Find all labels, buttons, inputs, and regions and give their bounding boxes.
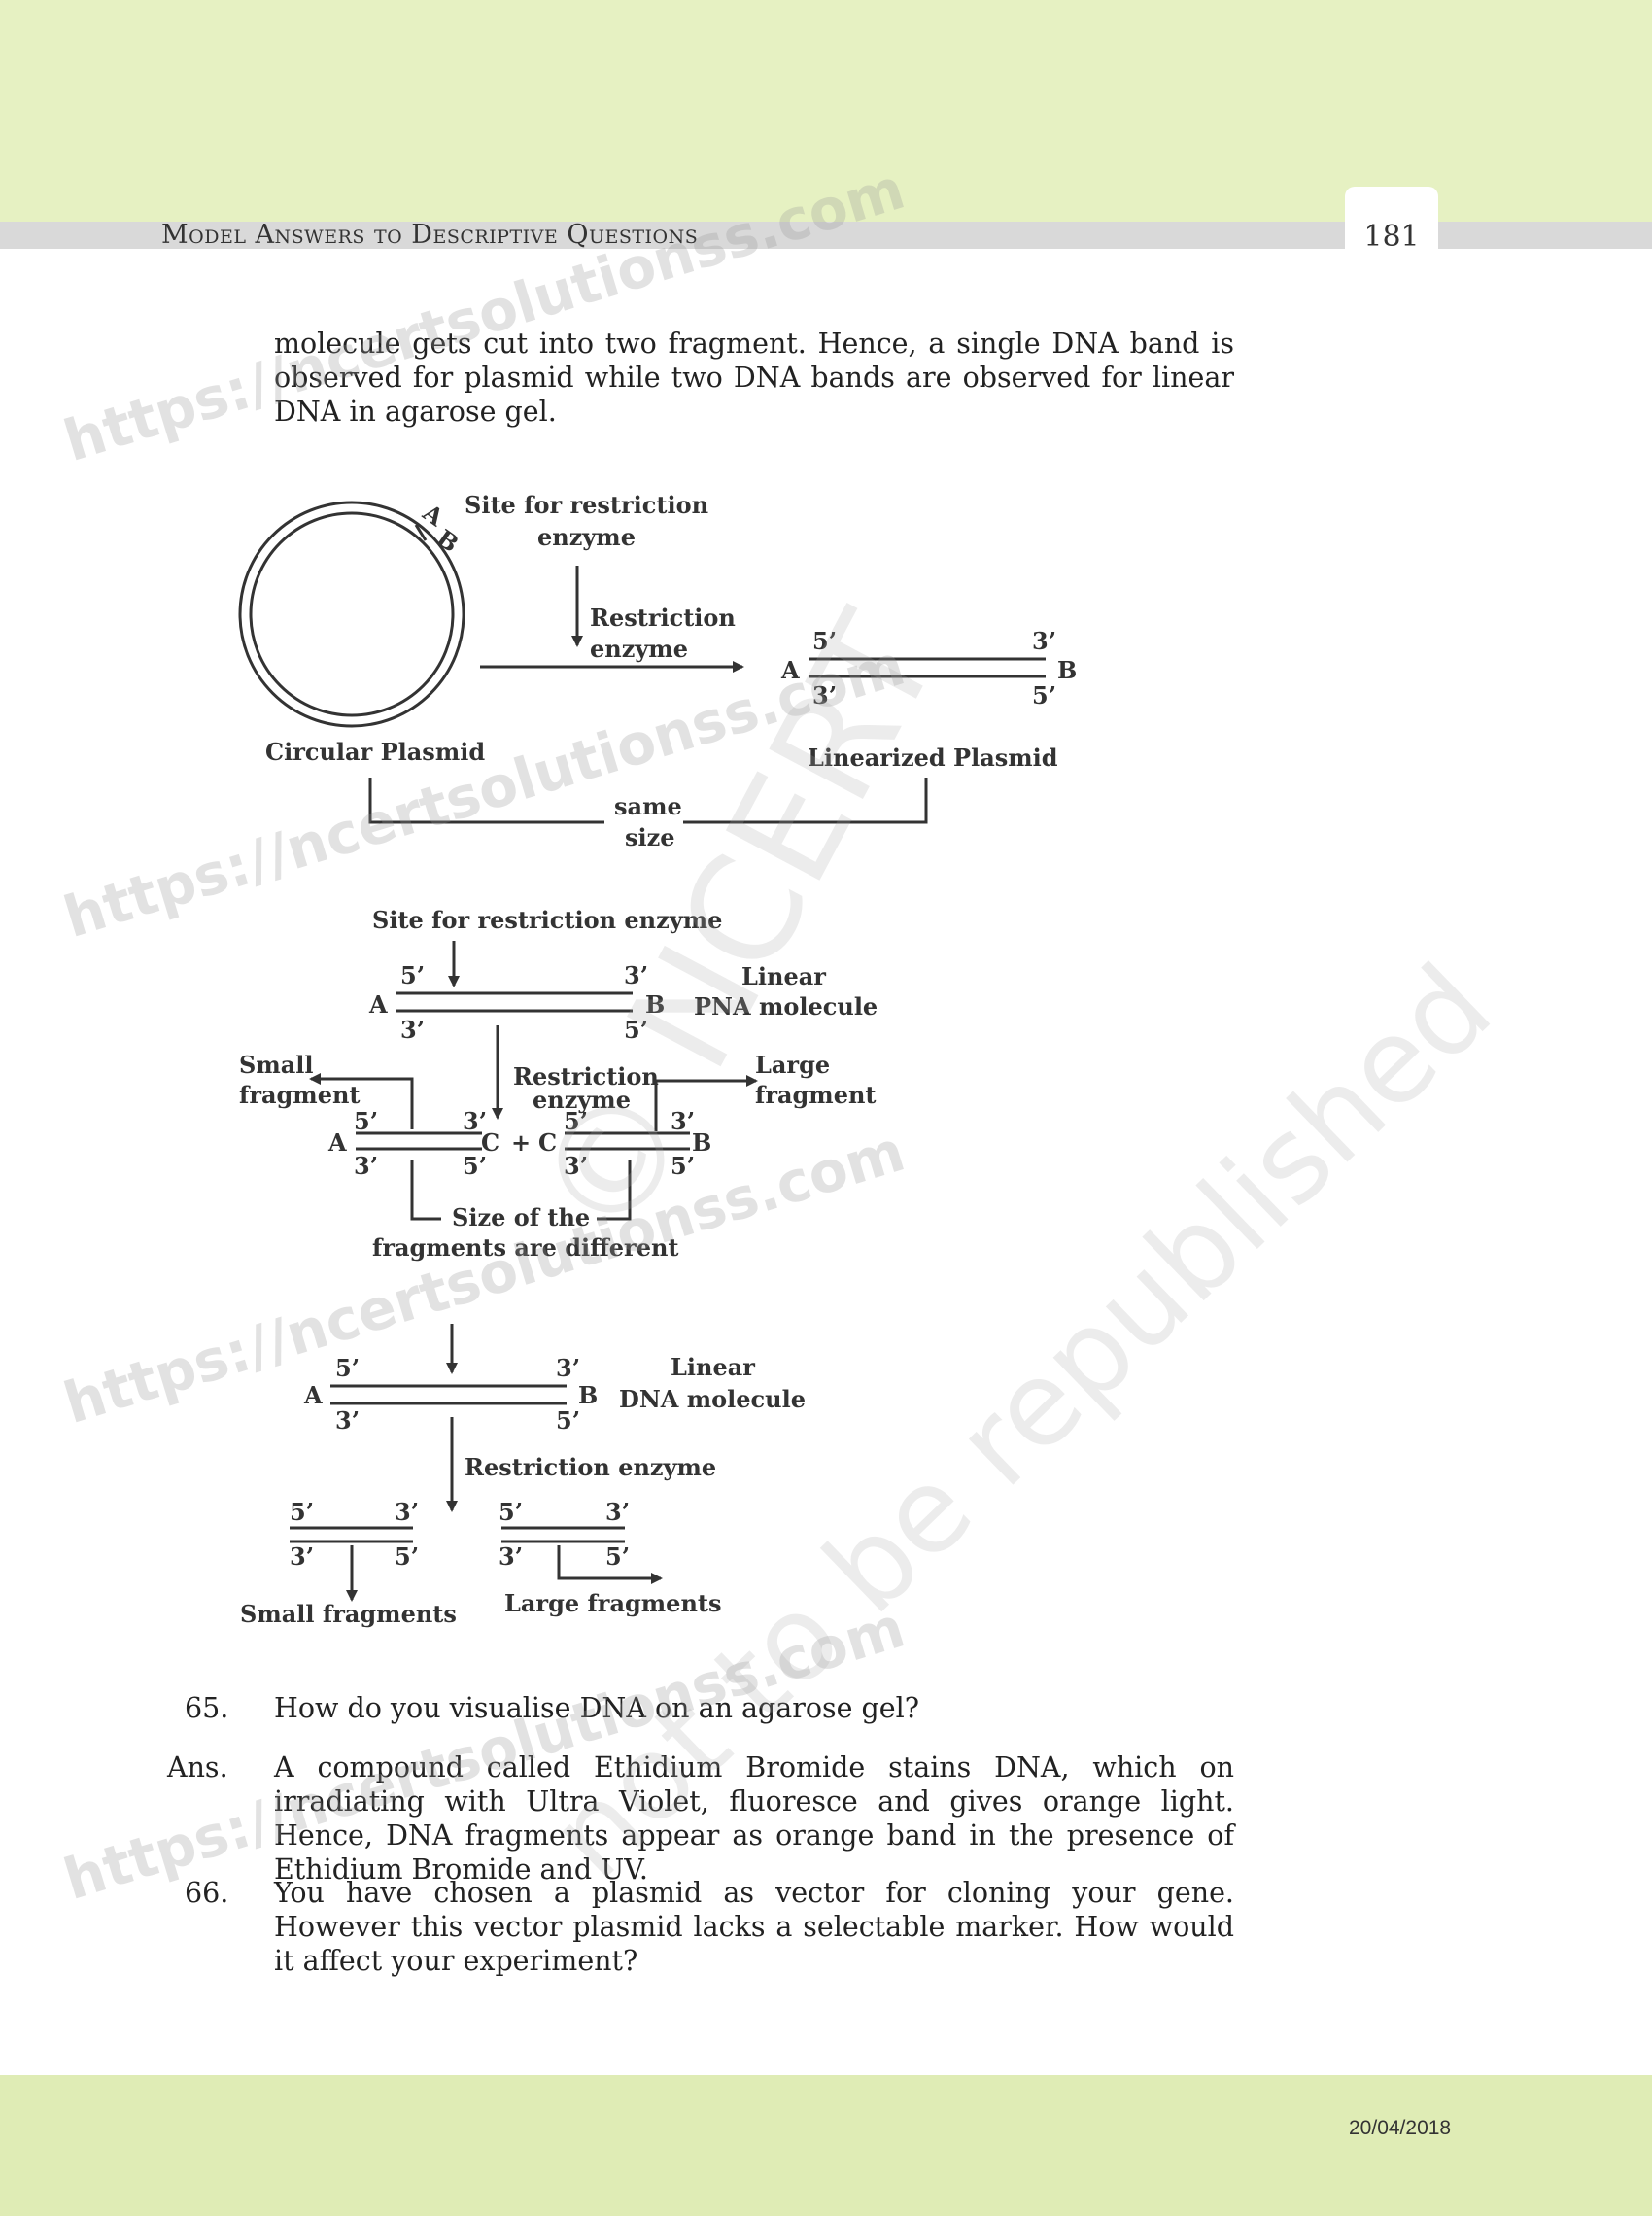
site-label-line2: enzyme [537, 523, 636, 551]
frag-a: A [327, 1128, 347, 1157]
large-bottom-5: 5’ [671, 1152, 695, 1180]
molecule-label-line1: Linear [671, 1353, 755, 1381]
large-top-3: 3’ [605, 1498, 630, 1526]
top-5: 5’ [400, 961, 425, 989]
enzyme-label-line2: enzyme [533, 1086, 631, 1114]
intro-paragraph: molecule gets cut into two fragment. Hen… [274, 328, 1234, 428]
linear-top-5: 5’ [812, 627, 837, 655]
circle-label-b: B [431, 524, 464, 558]
small-label-line2: fragment [239, 1081, 361, 1109]
enzyme-label: Restriction enzyme [465, 1453, 716, 1481]
top-3: 3’ [624, 961, 648, 989]
size-label-line1: Size of the [452, 1203, 590, 1231]
diagram-linear-dna-fragments: A B 5’ 3’ 3’ 5’ Linear DNA molecule Rest… [240, 1324, 806, 1628]
question-66-text: You have chosen a plasmid as vector for … [274, 1877, 1234, 1977]
molecule-label-line2: PNA molecule [694, 992, 878, 1021]
large-top-5: 5’ [564, 1107, 588, 1135]
bottom-3: 3’ [400, 1016, 425, 1044]
small-top-3: 3’ [463, 1107, 487, 1135]
end-b: B [645, 990, 665, 1019]
site-label-line1: Site for restriction [465, 491, 708, 519]
bottom-5: 5’ [556, 1406, 580, 1435]
site-label: Site for restriction enzyme [372, 906, 722, 934]
enzyme-label-line1: Restriction [513, 1062, 659, 1091]
small-bottom-5: 5’ [395, 1542, 419, 1571]
size-bracket-left [410, 1160, 441, 1221]
small-top-5: 5’ [354, 1107, 378, 1135]
small-bottom-3: 3’ [290, 1542, 314, 1571]
bottom-5: 5’ [624, 1016, 648, 1044]
small-top-5: 5’ [290, 1498, 314, 1526]
small-label-line1: Small [239, 1051, 314, 1079]
plasmid-inner-ring [249, 511, 455, 717]
frag-b: B [692, 1128, 711, 1157]
question-65-number: 65. [185, 1692, 229, 1724]
page-number-tab [1345, 187, 1438, 264]
end-b: B [578, 1381, 598, 1409]
small-bottom-3: 3’ [354, 1152, 378, 1180]
question-65-text: How do you visualise DNA on an agarose g… [274, 1692, 920, 1724]
enzyme-label-line2: enzyme [590, 635, 688, 663]
small-top-3: 3’ [395, 1498, 419, 1526]
print-date: 20/04/2018 [1349, 2117, 1452, 2139]
plasmid-outer-ring [238, 501, 465, 728]
question-66-number: 66. [185, 1877, 229, 1909]
large-bottom-3: 3’ [499, 1542, 523, 1571]
frag-c2: C [538, 1128, 557, 1157]
molecule-label-line2: DNA molecule [619, 1385, 806, 1413]
diagram-plasmid-linearization: A B Site for restriction enzyme Restrict… [238, 491, 1077, 851]
large-label-line1: Large [755, 1051, 830, 1079]
frag-plus: + [511, 1128, 531, 1157]
diagram-linear-cut-fragments: Site for restriction enzyme A B 5’ 3’ 3’… [239, 906, 878, 1262]
large-fragments-label: Large fragments [504, 1589, 722, 1617]
answer-65-text: A compound called Ethidium Bromide stain… [274, 1751, 1234, 1886]
large-bottom-3: 3’ [564, 1152, 588, 1180]
large-fragment-arrow [654, 1075, 758, 1131]
linear-end-a: A [780, 656, 800, 684]
large-frag-arrow [557, 1545, 663, 1584]
top-5: 5’ [335, 1354, 360, 1382]
page-number: 181 [1363, 220, 1420, 254]
large-top-3: 3’ [671, 1107, 695, 1135]
large-label-line2: fragment [755, 1081, 877, 1109]
large-top-5: 5’ [499, 1498, 523, 1526]
enzyme-label-line1: Restriction [590, 604, 736, 632]
answer-65-label: Ans. [167, 1751, 228, 1783]
molecule-label-line1: Linear [741, 962, 826, 990]
bottom-3: 3’ [335, 1406, 360, 1435]
top-3: 3’ [556, 1354, 580, 1382]
same-size-bracket-left [368, 778, 604, 824]
linearized-plasmid-label: Linearized Plasmid [808, 744, 1058, 772]
cut-site-mark [414, 524, 428, 541]
linear-top-3: 3’ [1032, 627, 1056, 655]
end-a: A [368, 990, 388, 1019]
end-a: A [303, 1381, 323, 1409]
large-bottom-5: 5’ [605, 1542, 630, 1571]
linear-end-b: B [1057, 656, 1077, 684]
same-label-line2: size [625, 823, 675, 851]
small-fragment-arrow [309, 1073, 414, 1129]
linear-bottom-3: 3’ [812, 681, 837, 710]
bottom-band [0, 2075, 1652, 2216]
frag-c1: C [481, 1128, 499, 1157]
running-header: Model Answers to Descriptive Questions [161, 220, 699, 250]
small-fragments-label: Small fragments [240, 1600, 457, 1628]
same-label-line1: same [614, 792, 682, 820]
size-bracket-right [597, 1160, 632, 1221]
size-label-line2: fragments are different [372, 1233, 679, 1262]
same-size-bracket-right [683, 778, 928, 824]
circular-plasmid-label: Circular Plasmid [265, 738, 485, 766]
small-bottom-5: 5’ [463, 1152, 487, 1180]
linear-bottom-5: 5’ [1032, 681, 1056, 710]
